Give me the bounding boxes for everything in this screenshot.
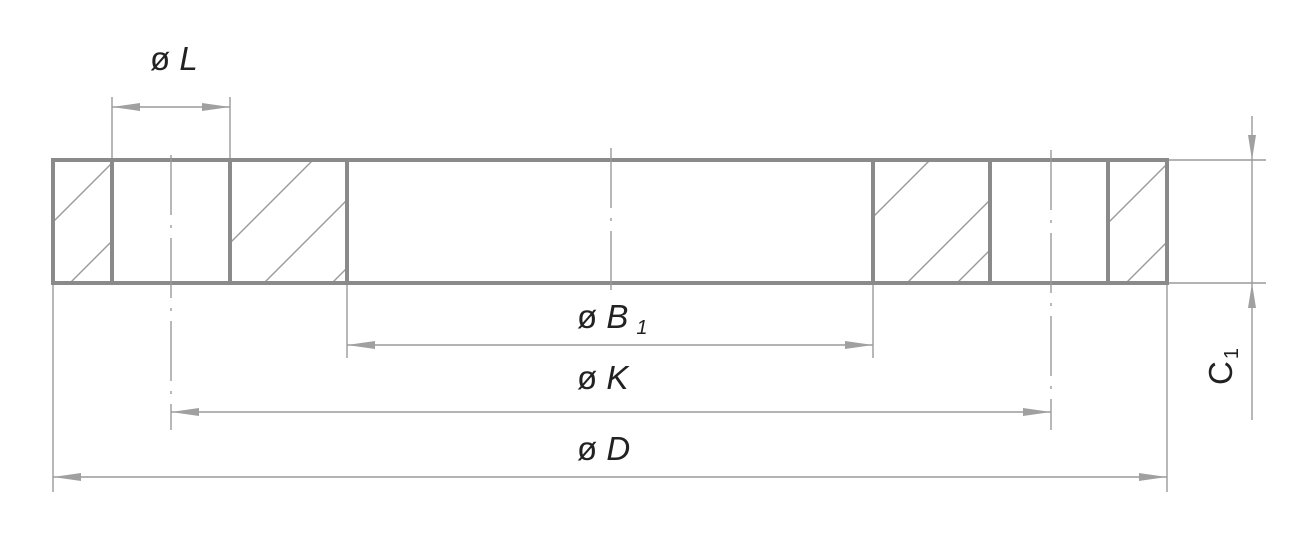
dimension-line-c1 [1248,116,1256,420]
dimension-line-d [53,473,1167,481]
flange-outline [51,158,1169,285]
dimension-line-b1 [347,341,873,349]
dimension-line-k [171,408,1051,416]
hatch-left-outer [53,163,111,283]
label-diameter-d: ø D [577,430,630,467]
label-diameter-l: ø L [150,40,198,77]
hatch-right-inner [873,160,989,283]
label-diameter-k: ø K [577,359,630,396]
hatch-left-inner [231,160,347,283]
dimension-line-l [112,103,230,111]
hatch-right-outer [1109,163,1167,283]
label-thickness-c1: C1 [1202,348,1243,385]
extension-lines [52,97,1266,492]
